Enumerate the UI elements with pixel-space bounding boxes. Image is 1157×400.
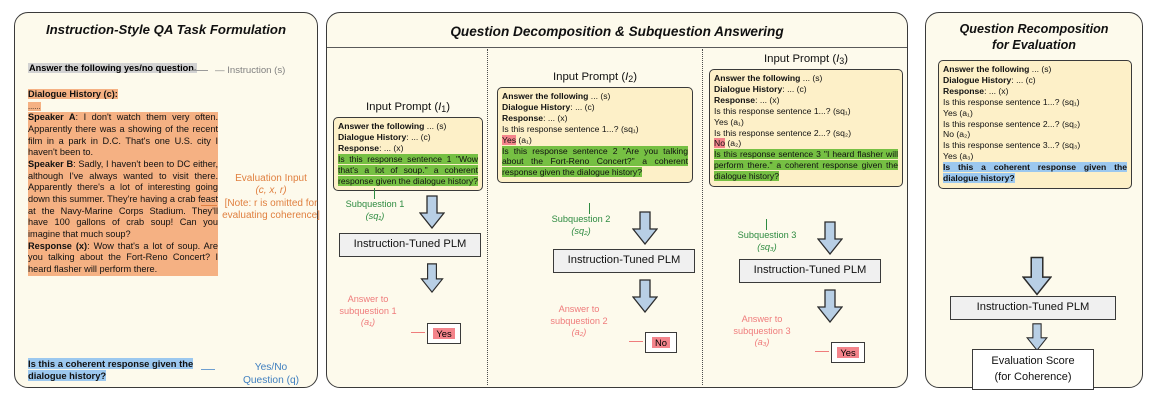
recomp-a-0: Yes (a₁) bbox=[943, 107, 973, 118]
prompt2-line-0: Answer the following ... (s) bbox=[502, 91, 611, 101]
yesno-label-line1: Yes/No bbox=[254, 362, 288, 373]
subquestion-3-tick bbox=[766, 219, 767, 230]
answer-3-connector bbox=[815, 351, 829, 352]
panel3-title: Question Recomposition for Evaluation bbox=[959, 22, 1109, 52]
prompt3-prior-q-0: Is this response sentence 1...? (sq₁) bbox=[714, 105, 851, 116]
panel2-divider bbox=[327, 47, 907, 48]
arrow-down-to-score bbox=[1022, 323, 1052, 351]
subquestion-1-label: Subquestion 1 (sq₁) bbox=[345, 199, 405, 221]
evaluation-input-label: Evaluation Input (c, x, r) [Note: r is o… bbox=[221, 173, 321, 223]
recomp-q-2: Is this response sentence 3...? (sq₃) bbox=[943, 140, 1081, 151]
panel-instruction-style-qa: Instruction-Style QA Task Formulation An… bbox=[14, 12, 321, 388]
prompt3-line-2: Response: ... (x) bbox=[714, 94, 780, 105]
arrow-down-to-plm-final bbox=[1022, 256, 1052, 296]
answer-1-label: Answer to subquestion 1 (a₁) bbox=[339, 294, 397, 327]
eval-input-line1: Evaluation Input bbox=[235, 173, 307, 184]
dialogue-ellipsis: ...... bbox=[28, 101, 41, 111]
answer-3-label: Answer to subquestion 3 (a₃) bbox=[733, 314, 791, 347]
speaker-a-text: : I don't watch them very often. Apparen… bbox=[28, 112, 218, 158]
instruction-connector bbox=[190, 70, 208, 71]
answer-2-box: No bbox=[645, 332, 677, 353]
evaluation-score-box: Evaluation Score (for Coherence) bbox=[972, 349, 1094, 390]
prompt1-line-2: Response: ... (x) bbox=[338, 142, 404, 153]
recomp-a-2: Yes (a₃) bbox=[943, 151, 974, 162]
arrow-down-to-answer-1 bbox=[419, 263, 445, 293]
eval-input-note: [Note: r is omitted for evaluating coher… bbox=[222, 197, 320, 222]
yesno-question-label: Yes/No Question (q) bbox=[219, 361, 323, 387]
panel-question-decomposition: Question Decomposition & Subquestion Ans… bbox=[326, 12, 908, 388]
eval-input-connector bbox=[201, 205, 217, 206]
column-separator-2 bbox=[702, 49, 703, 385]
prompt1-line-1: Dialogue History: ... (c) bbox=[338, 131, 431, 142]
answer-2-connector bbox=[629, 341, 643, 342]
input-prompt-1-heading: Input Prompt (I1) bbox=[365, 101, 451, 114]
input-prompt-3-heading: Input Prompt (I3) bbox=[763, 53, 849, 66]
input-prompt-3-box: Answer the following ... (s) Dialogue Hi… bbox=[709, 69, 903, 188]
prompt1-subquestion: Is this response sentence 1 "Wow that's … bbox=[338, 153, 478, 186]
recomp-line-2: Response: ... (x) bbox=[943, 85, 1009, 96]
instruction-text: Answer the following yes/no question. bbox=[28, 63, 198, 73]
yesno-question-text-wrap: Is this a coherent response given the di… bbox=[28, 358, 218, 382]
answer-1-connector bbox=[411, 332, 425, 333]
recomposed-prompt-box: Answer the following ... (s) Dialogue Hi… bbox=[938, 60, 1132, 189]
prompt3-line-1: Dialogue History: ... (c) bbox=[714, 83, 807, 94]
input-prompt-2-heading: Input Prompt (I2) bbox=[552, 71, 638, 84]
subquestion-3-label: Subquestion 3 (sq₃) bbox=[737, 230, 797, 252]
plm-box-final: Instruction-Tuned PLM bbox=[950, 296, 1116, 320]
answer-3-box: Yes bbox=[831, 342, 865, 363]
panel1-title: Instruction-Style QA Task Formulation bbox=[45, 22, 287, 37]
prompt1-line-0: Answer the following ... (s) bbox=[338, 121, 447, 131]
dialogue-history-block: Dialogue History (c): ...... Speaker A: … bbox=[28, 89, 218, 276]
prompt3-prior-a-0: Yes (a₁) bbox=[714, 116, 744, 127]
prompt2-line-2: Response: ... (x) bbox=[502, 112, 568, 123]
eval-input-line2: (c, x, r) bbox=[255, 185, 287, 197]
arrow-down-to-answer-2 bbox=[632, 279, 658, 313]
prompt2-prior-q-0: Is this response sentence 1...? (sq₁) bbox=[502, 123, 639, 134]
recomp-q-1: Is this response sentence 2...? (sq₂) bbox=[943, 118, 1081, 129]
answer-1-box: Yes bbox=[427, 323, 461, 344]
speaker-a-name: Speaker A bbox=[28, 112, 76, 123]
recomp-q-0: Is this response sentence 1...? (sq₁) bbox=[943, 96, 1080, 107]
speaker-b-name: Speaker B bbox=[28, 158, 74, 169]
recomp-final-question: Is this a coherent response given the di… bbox=[943, 162, 1127, 184]
instruction-label: — Instruction (s) bbox=[215, 65, 286, 76]
prompt3-prior-q-1: Is this response sentence 2...? (sq₂) bbox=[714, 127, 852, 138]
prompt3-prior-a-1: No (a₂) bbox=[714, 138, 742, 149]
subquestion-1-tick bbox=[374, 188, 375, 199]
prompt2-prior-a-0: Yes (a₁) bbox=[502, 134, 532, 145]
plm-box-1: Instruction-Tuned PLM bbox=[339, 233, 481, 257]
recomp-line-1: Dialogue History: ... (c) bbox=[943, 74, 1036, 85]
prompt3-line-0: Answer the following ... (s) bbox=[714, 73, 823, 83]
prompt2-subquestion: Is this response sentence 2 "Are you tal… bbox=[502, 145, 688, 178]
subquestion-2-tick bbox=[589, 203, 590, 214]
yesno-label-line2: Question (q) bbox=[242, 375, 300, 386]
panel2-title: Question Decomposition & Subquestion Ans… bbox=[450, 24, 784, 39]
response-name: Response (x) bbox=[28, 240, 88, 251]
dialogue-history-header: Dialogue History (c): bbox=[28, 89, 118, 99]
yesno-connector bbox=[201, 369, 215, 370]
answer-2-label: Answer to subquestion 2 (a₂) bbox=[550, 304, 608, 337]
yesno-question-text: Is this a coherent response given the di… bbox=[28, 358, 194, 381]
prompt3-subquestion: Is this response sentence 3 "I heard fla… bbox=[714, 149, 898, 182]
arrow-down-to-plm-2 bbox=[632, 211, 658, 245]
arrow-down-to-plm-1 bbox=[419, 195, 445, 229]
input-prompt-2-box: Answer the following ... (s) Dialogue Hi… bbox=[497, 87, 693, 184]
speaker-b-text: : Sadly, I haven't been to DC either, al… bbox=[28, 158, 219, 239]
subquestion-2-label: Subquestion 2 (sq₂) bbox=[551, 214, 611, 236]
prompt2-line-1: Dialogue History: ... (c) bbox=[502, 101, 595, 112]
arrow-down-to-plm-3 bbox=[817, 221, 843, 255]
recomp-line-0: Answer the following ... (s) bbox=[943, 64, 1052, 74]
plm-box-2: Instruction-Tuned PLM bbox=[553, 249, 695, 273]
recomp-a-1: No (a₂) bbox=[943, 129, 971, 140]
response-text: : Wow that's a lot of soup. Are you talk… bbox=[28, 240, 218, 274]
plm-box-3: Instruction-Tuned PLM bbox=[739, 259, 881, 283]
arrow-down-to-answer-3 bbox=[817, 289, 843, 323]
panel-question-recomposition: Question Recomposition for Evaluation An… bbox=[925, 12, 1143, 390]
input-prompt-1-box: Answer the following ... (s) Dialogue Hi… bbox=[333, 117, 483, 192]
column-separator-1 bbox=[487, 49, 488, 385]
